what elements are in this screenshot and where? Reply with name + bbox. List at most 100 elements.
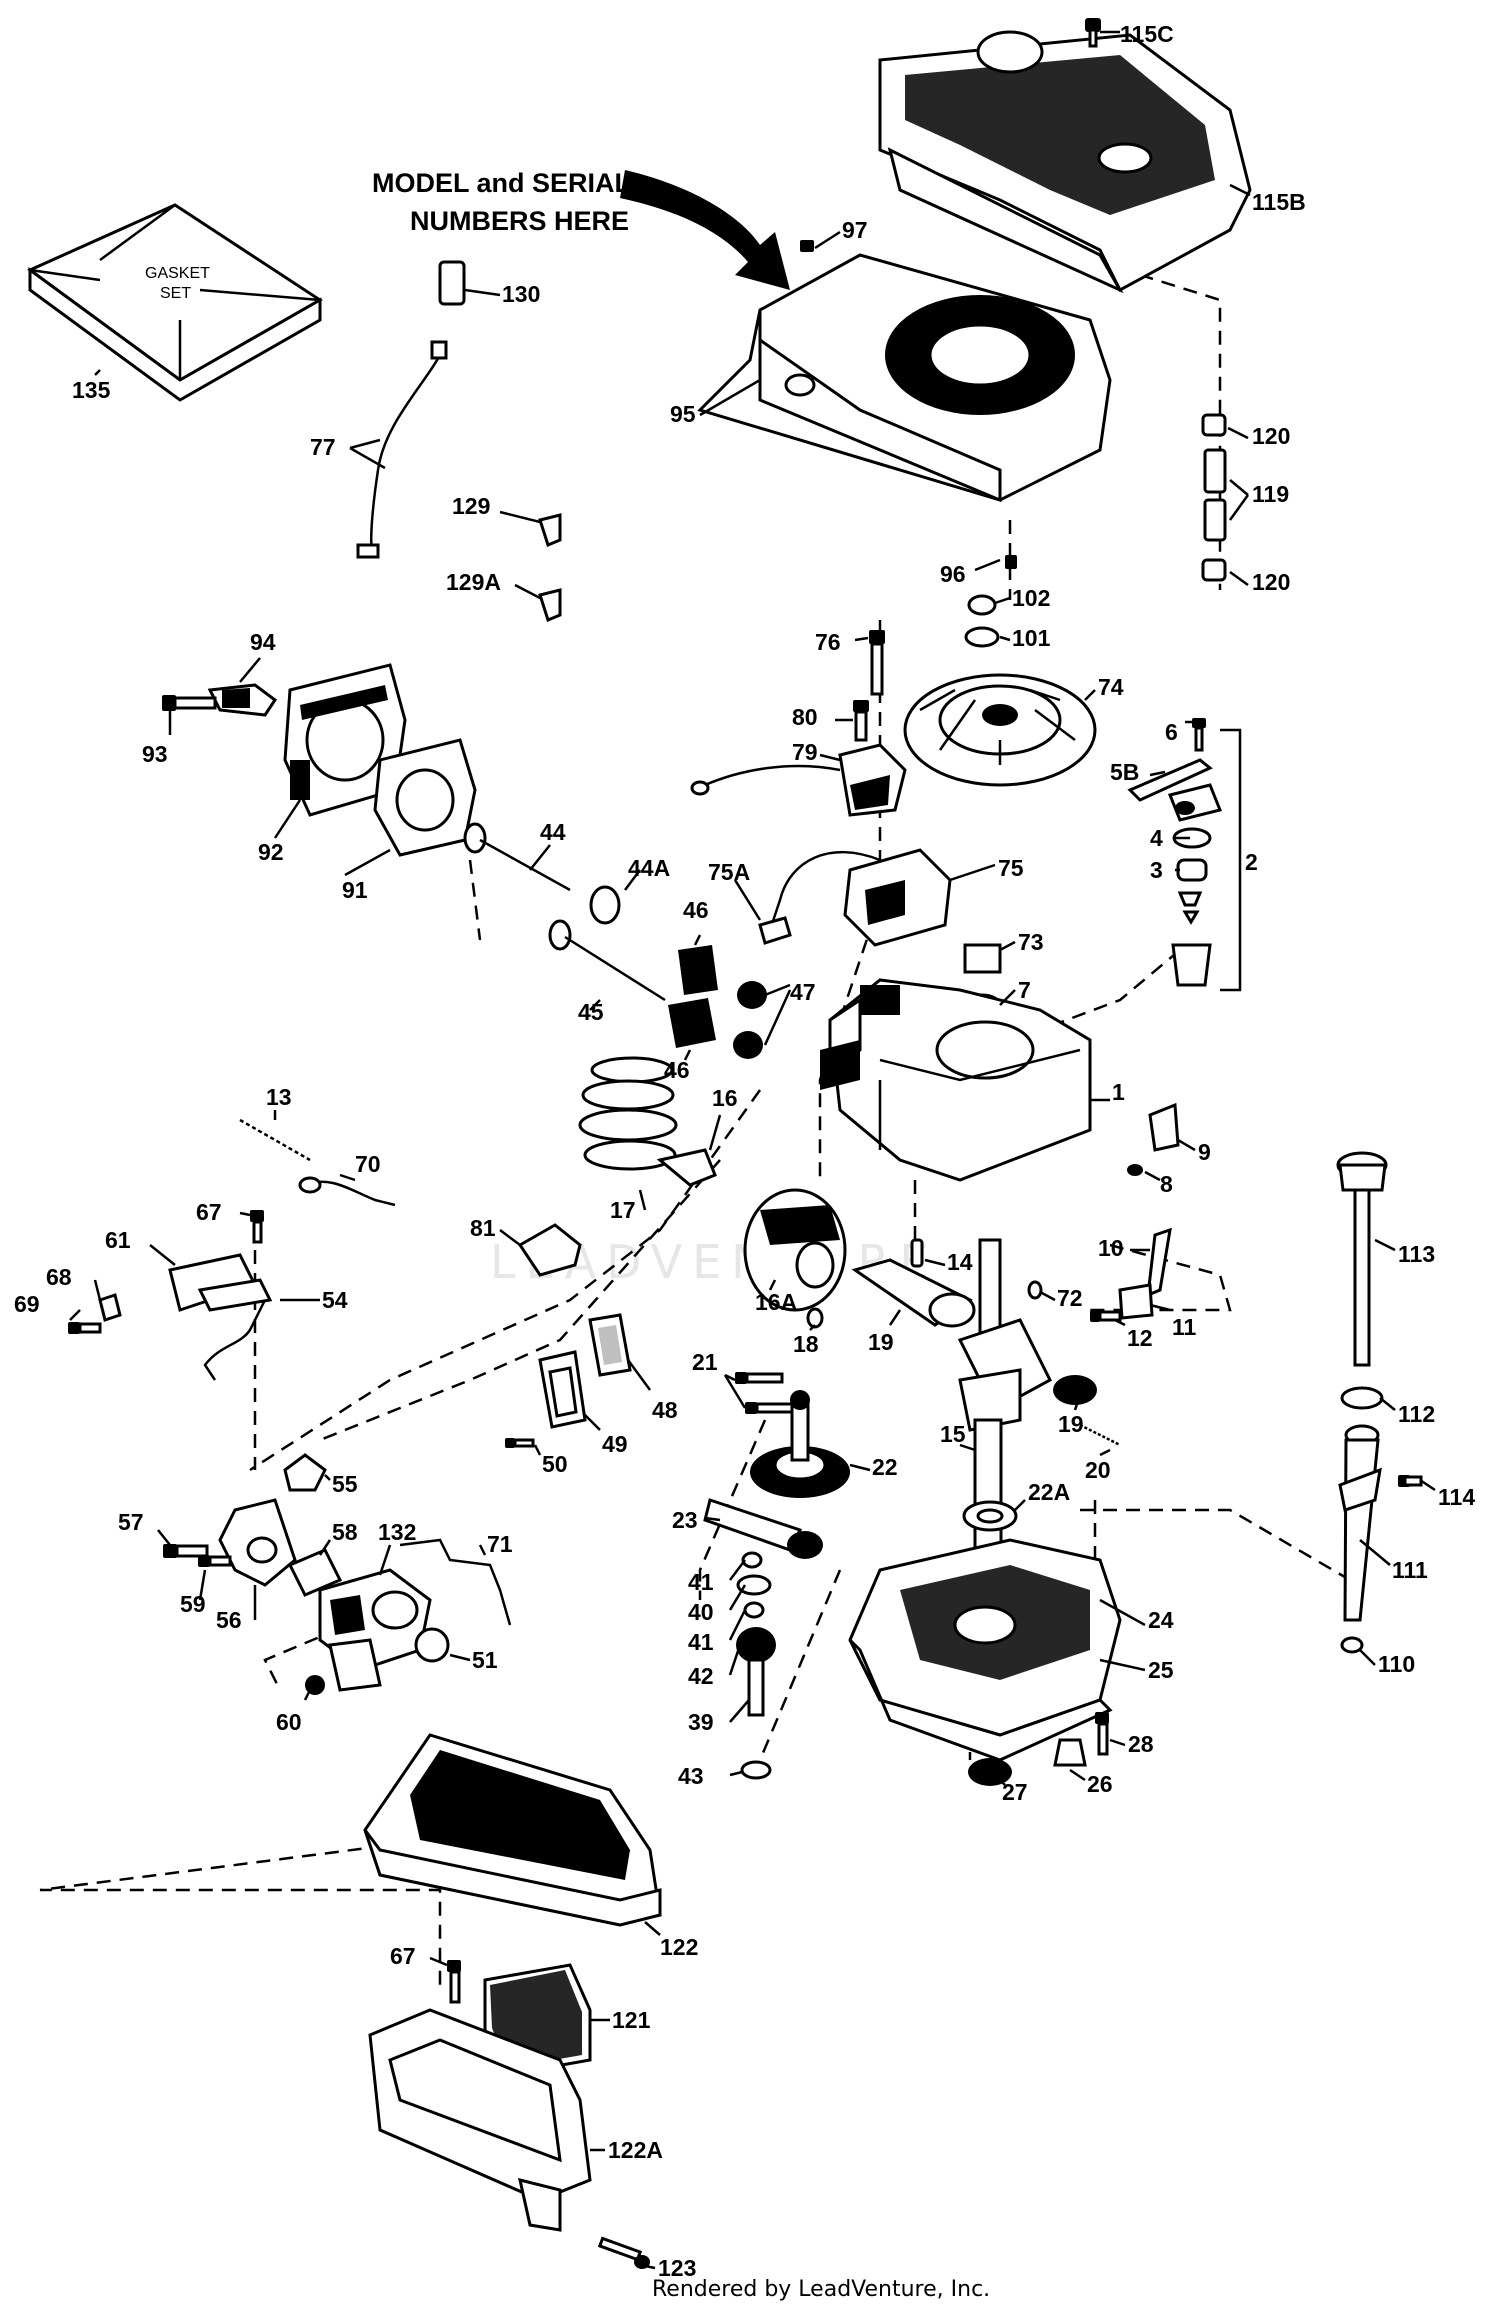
label-46-upper: 46 — [683, 897, 709, 923]
label-7: 7 — [1018, 977, 1031, 1003]
seal-51-part — [414, 1627, 450, 1663]
seal-44a-part — [589, 885, 621, 925]
label-22a: 22A — [1028, 1479, 1070, 1505]
screw-115c-part — [1085, 18, 1101, 48]
label-11: 11 — [1172, 1314, 1197, 1340]
piston-rings-17-part — [578, 1056, 717, 1187]
cylinder-head-92-part — [283, 663, 407, 817]
spark-plug-94-part — [207, 683, 278, 717]
screw-114-part — [1398, 1475, 1423, 1487]
label-47: 47 — [790, 979, 816, 1005]
label-1: 1 — [1112, 1079, 1125, 1105]
label-28: 28 — [1128, 1731, 1154, 1757]
label-39: 39 — [688, 1709, 714, 1735]
label-41-lower: 41 — [688, 1629, 714, 1655]
shield-55-part — [283, 1453, 327, 1492]
label-40: 40 — [688, 1599, 714, 1625]
screw-28-part — [1095, 1712, 1109, 1756]
callout-text-line1: MODEL and SERIAL — [372, 168, 631, 198]
flywheel-74-part — [903, 673, 1097, 787]
label-79: 79 — [792, 739, 818, 765]
gasket-48-part — [588, 1313, 632, 1377]
label-91: 91 — [342, 877, 368, 903]
lever-23-part — [703, 1498, 823, 1559]
spacers-119-120-part — [1201, 413, 1227, 582]
ignition-coil-75-part — [843, 848, 952, 947]
label-27: 27 — [1002, 1779, 1028, 1805]
callout-arrow — [620, 170, 790, 290]
plug-26-part — [1053, 1738, 1087, 1767]
screw-59-part — [198, 1555, 232, 1567]
crankcase-cover-24-25-part — [848, 1538, 1122, 1762]
label-55: 55 — [332, 1471, 358, 1497]
bracket-5b-part — [1127, 758, 1213, 802]
label-2: 2 — [1245, 849, 1258, 875]
label-77: 77 — [310, 434, 336, 460]
label-68: 68 — [46, 1264, 72, 1290]
label-129a: 129A — [446, 569, 501, 595]
label-69: 69 — [14, 1291, 40, 1317]
label-114: 114 — [1438, 1484, 1475, 1510]
governor-stack-part — [736, 1551, 776, 1780]
label-59: 59 — [180, 1591, 206, 1617]
label-115c: 115C — [1120, 21, 1174, 47]
label-3: 3 — [1150, 857, 1163, 883]
label-41-upper: 41 — [688, 1569, 714, 1595]
label-115b: 115B — [1252, 189, 1306, 215]
label-121: 121 — [612, 2007, 651, 2033]
label-17: 17 — [610, 1197, 636, 1223]
label-135: 135 — [72, 377, 111, 403]
seal-110-part — [1340, 1636, 1364, 1654]
label-113: 113 — [1398, 1241, 1435, 1267]
lever-10-part — [1146, 1227, 1172, 1298]
callout-text-line2: NUMBERS HERE — [410, 206, 629, 236]
label-67-lower: 67 — [390, 1943, 416, 1969]
label-49: 49 — [602, 1431, 628, 1457]
label-56: 56 — [216, 1607, 242, 1633]
label-111: 111 — [1392, 1557, 1428, 1583]
engine-parts: GASKET SET — [27, 18, 1423, 2269]
clip-129-part — [538, 513, 562, 548]
label-9: 9 — [1198, 1139, 1211, 1165]
label-26: 26 — [1087, 1771, 1113, 1797]
label-13: 13 — [266, 1084, 292, 1110]
rod-cap-19-part — [1053, 1375, 1097, 1405]
clip-130-part — [438, 260, 466, 306]
bushing-73-part — [963, 943, 1002, 974]
label-21: 21 — [692, 1349, 718, 1375]
label-44: 44 — [540, 819, 566, 845]
label-67-upper: 67 — [196, 1199, 222, 1225]
gasket-set-text-line2: SET — [160, 285, 191, 302]
label-10: 10 — [1098, 1235, 1124, 1261]
label-20: 20 — [1085, 1457, 1111, 1483]
clamp-11-part — [1118, 1283, 1154, 1320]
camshaft-gear-22-part — [750, 1390, 850, 1498]
screw-57-part — [163, 1544, 209, 1558]
clip-18-part — [806, 1307, 824, 1329]
shroud-top-part — [878, 30, 1252, 294]
valve-45-part — [548, 919, 666, 1002]
label-130: 130 — [502, 281, 540, 307]
air-cleaner-base-122a-part — [368, 2008, 592, 2232]
clip-68-part — [98, 1293, 122, 1322]
label-119: 119 — [1252, 481, 1289, 507]
valve-44-part — [463, 822, 571, 892]
label-110: 110 — [1378, 1651, 1415, 1677]
lever-54-part — [203, 1299, 267, 1381]
label-70: 70 — [355, 1151, 381, 1177]
label-16: 16 — [712, 1085, 738, 1111]
label-81: 81 — [470, 1215, 496, 1241]
label-22: 22 — [872, 1454, 898, 1480]
blower-housing-part — [697, 253, 1112, 503]
screw-67-upper-part — [250, 1210, 264, 1244]
label-50: 50 — [542, 1451, 568, 1477]
clip-129a-part — [538, 588, 562, 623]
label-76: 76 — [815, 629, 841, 655]
air-cleaner-cover-122-part — [363, 1733, 662, 1927]
connecting-rod-19-part — [851, 1258, 976, 1328]
oring-112-part — [1340, 1386, 1384, 1410]
screw-67-lower-part — [447, 1960, 461, 2004]
valve-spring-46-lower-part — [668, 998, 716, 1048]
label-12: 12 — [1127, 1325, 1153, 1351]
